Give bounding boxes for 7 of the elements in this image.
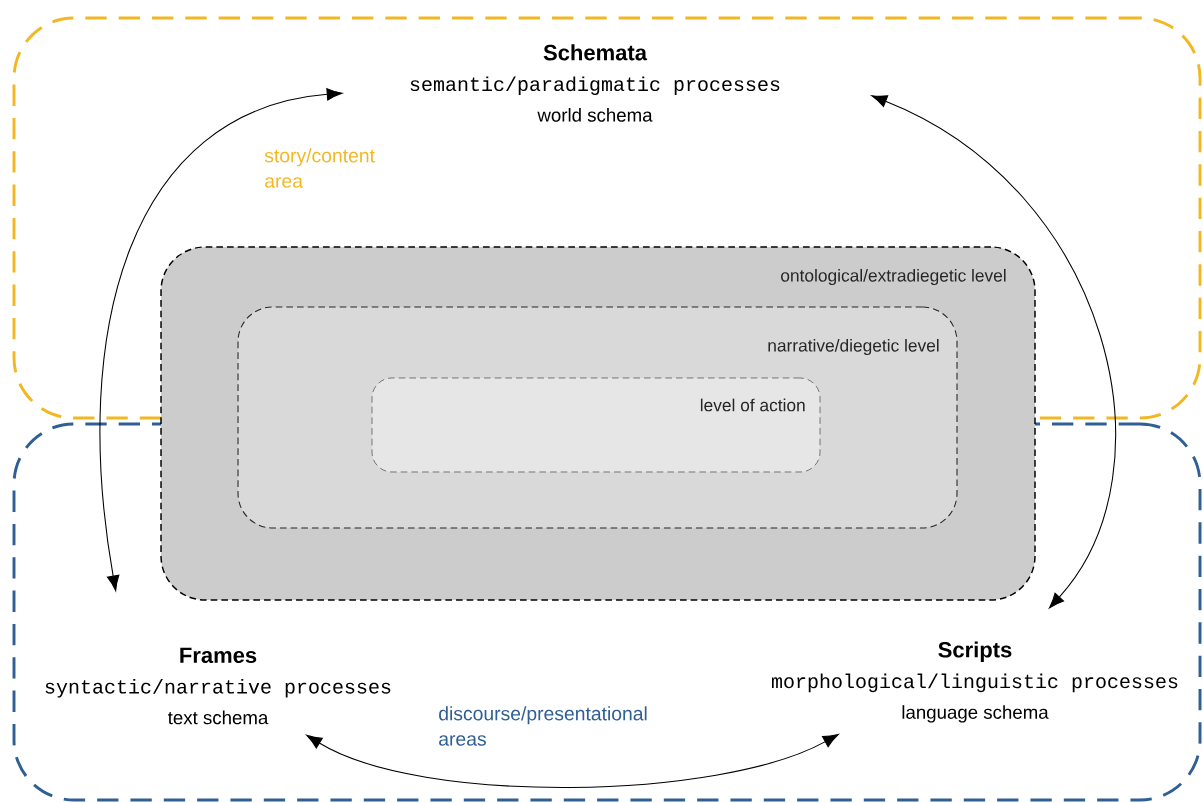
level-box: level of action	[371, 377, 821, 473]
curved-arrow	[99, 88, 343, 592]
curved-arrow	[306, 734, 839, 788]
schema-label: Frames syntactic/narrative processes text schema	[45, 647, 391, 725]
curved-arrow	[871, 95, 1117, 609]
schema-label: Scripts morphological/linguistic processes language schema	[771, 641, 1178, 723]
schema-label: Schemata semantic/paradigmatic processes world schema	[410, 44, 780, 122]
